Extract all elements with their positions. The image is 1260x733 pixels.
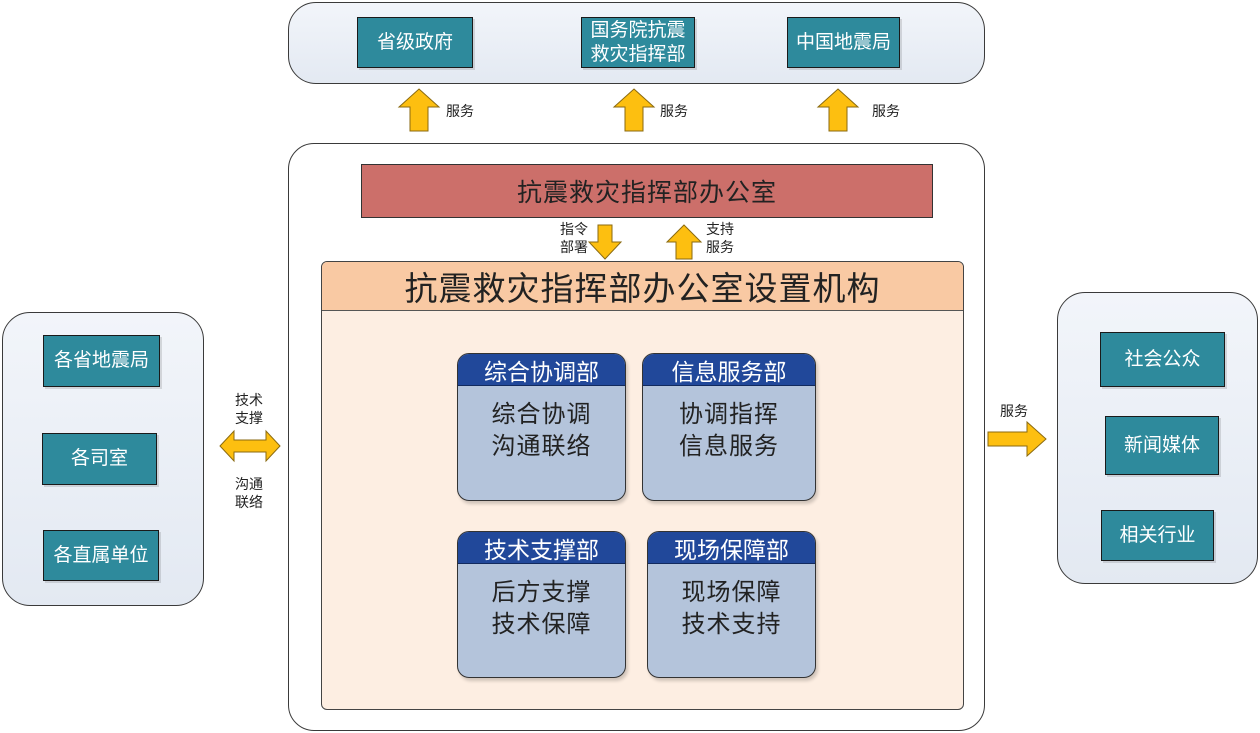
communication-label: 沟通 联络 (235, 477, 263, 511)
right-box-public: 社会公众 (1100, 332, 1225, 387)
dept-duties: 现场保障 技术支持 (648, 576, 815, 641)
right-box-industries: 相关行业 (1101, 510, 1214, 561)
dept-duties: 协调指挥 信息服务 (643, 398, 815, 463)
dept-duties: 后方支撑 技术保障 (458, 576, 625, 641)
dept-duty-line: 现场保障 (681, 578, 782, 606)
dept-technical-support: 技术支撑部 后方支撑 技术保障 (457, 531, 626, 678)
office-title-bar: 抗震救灾指挥部办公室 (361, 164, 933, 218)
dept-duty-line: 信息服务 (679, 432, 779, 461)
top-box-provincial-government: 省级政府 (357, 17, 473, 68)
up-arrow-icon (816, 88, 860, 132)
service-label: 服务 (872, 104, 900, 120)
service-label: 服务 (660, 104, 688, 120)
down-arrow-icon (587, 224, 623, 260)
dept-duties: 综合协调 沟通联络 (458, 398, 625, 463)
left-box-provincial-bureaus: 各省地震局 (43, 335, 160, 387)
double-arrow-icon (219, 429, 281, 463)
top-box-earthquake-administration: 中国地震局 (787, 17, 900, 68)
command-deploy-label: 指令 部署 (560, 222, 588, 256)
dept-information-service: 信息服务部 协调指挥 信息服务 (642, 353, 816, 501)
dept-general-coordination: 综合协调部 综合协调 沟通联络 (457, 353, 626, 501)
up-arrow-icon (665, 224, 703, 260)
dept-duty-line: 技术保障 (491, 610, 592, 639)
dept-duty-line: 协调指挥 (679, 400, 779, 428)
top-box-state-council-hq: 国务院抗震 救灾指挥部 (581, 17, 695, 68)
tech-support-label: 技术 支撑 (235, 393, 263, 427)
dept-onsite-support: 现场保障部 现场保障 技术支持 (647, 531, 816, 678)
dept-duty-line: 沟通联络 (491, 432, 592, 461)
dept-name: 综合协调部 (458, 354, 625, 386)
up-arrow-icon (612, 88, 656, 132)
dept-duty-line: 综合协调 (491, 400, 592, 428)
right-arrow-icon (987, 420, 1047, 458)
right-box-media: 新闻媒体 (1105, 416, 1219, 475)
left-box-affiliated-units: 各直属单位 (43, 530, 159, 581)
service-label: 服务 (446, 104, 474, 120)
left-box-departments: 各司室 (42, 433, 157, 485)
org-structure-title: 抗震救灾指挥部办公室设置机构 (322, 262, 963, 311)
dept-name: 技术支撑部 (458, 532, 625, 564)
support-service-label: 支持 服务 (706, 222, 734, 256)
dept-name: 现场保障部 (648, 532, 815, 564)
service-label: 服务 (1000, 404, 1028, 420)
up-arrow-icon (397, 88, 441, 132)
dept-duty-line: 技术支持 (681, 610, 782, 639)
dept-duty-line: 后方支撑 (491, 578, 592, 606)
dept-name: 信息服务部 (643, 354, 815, 386)
